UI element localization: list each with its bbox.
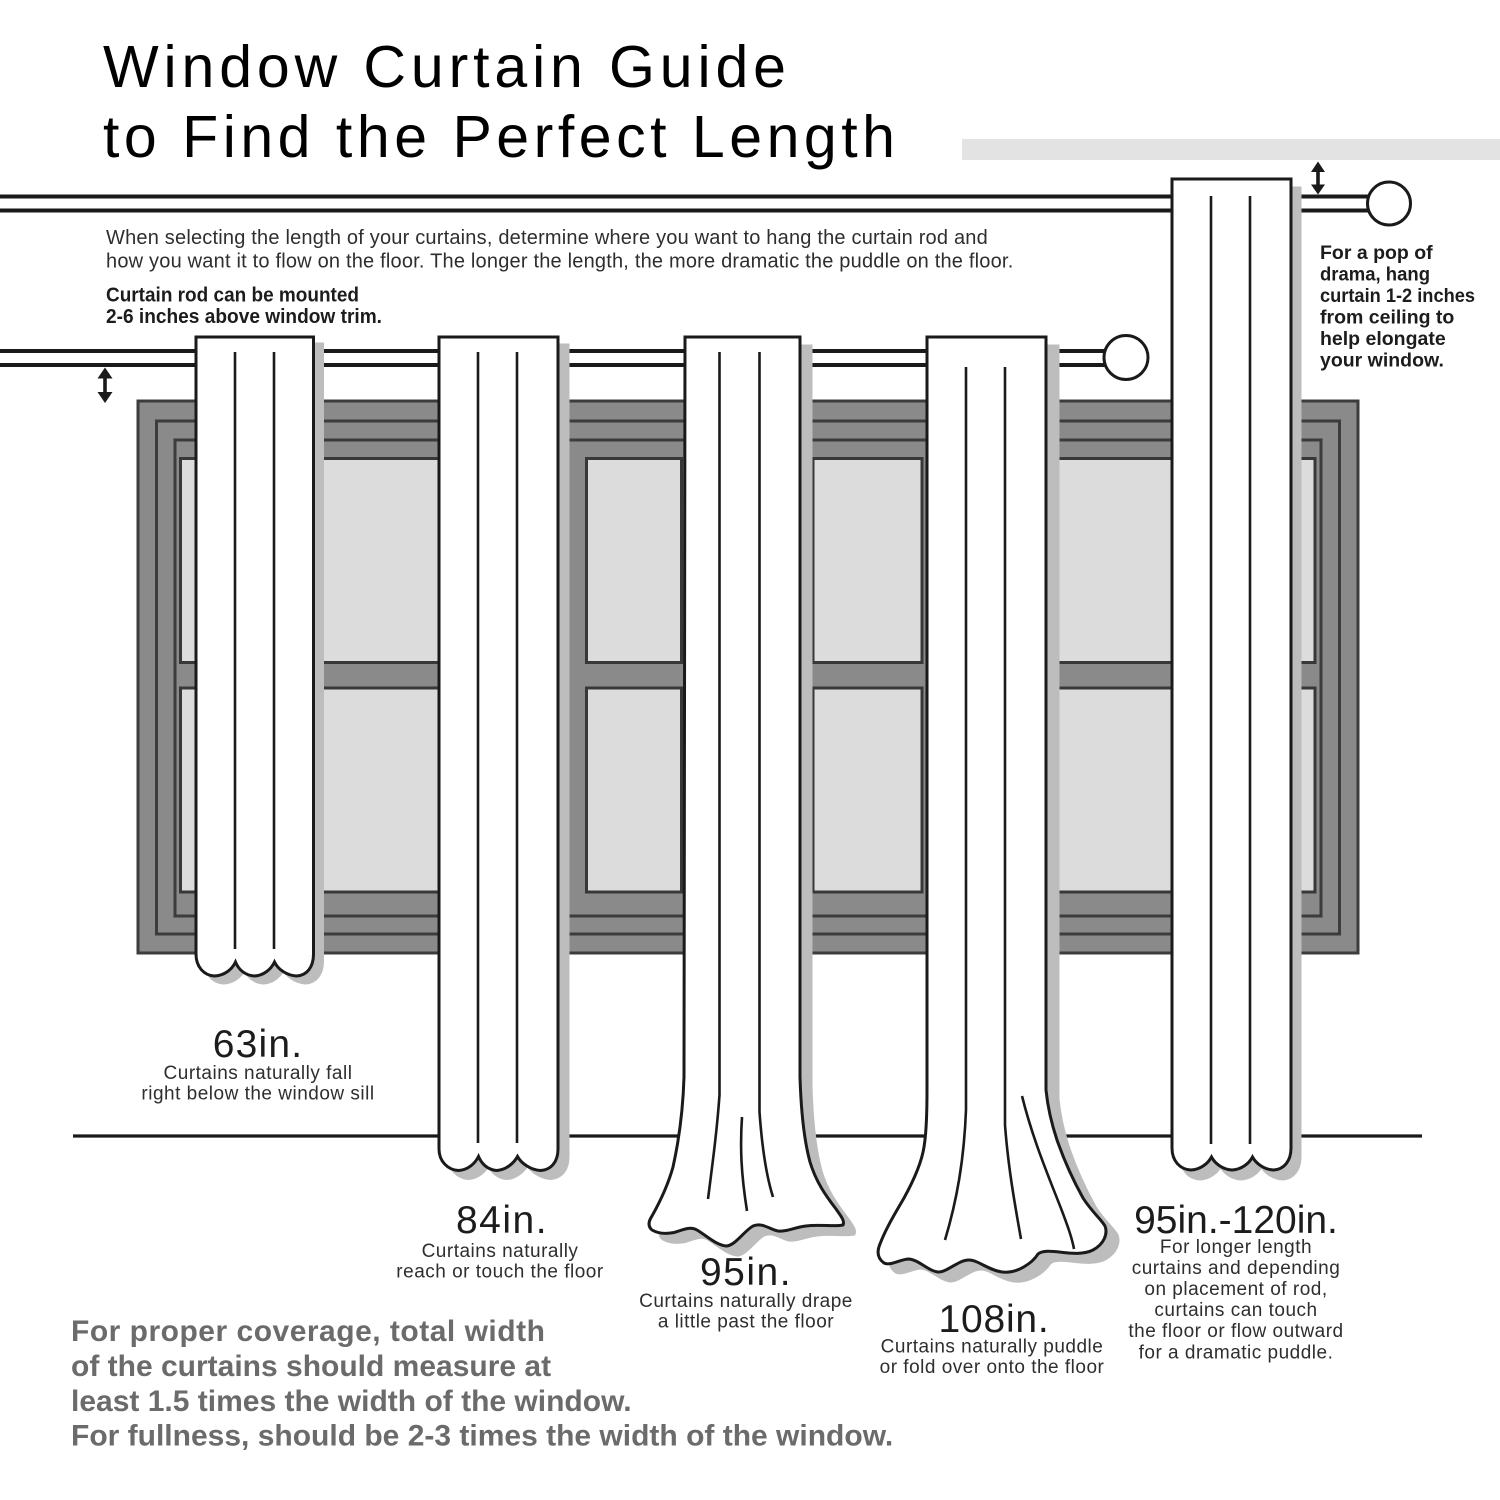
svg-text:of the curtains should measure: of the curtains should measure at (71, 1350, 551, 1383)
svg-text:Curtains naturally puddle: Curtains naturally puddle (881, 1337, 1104, 1358)
svg-text:for a dramatic puddle.: for a dramatic puddle. (1139, 1343, 1334, 1364)
svg-text:Curtains naturally drape: Curtains naturally drape (639, 1291, 853, 1312)
svg-text:your window.: your window. (1320, 350, 1444, 372)
svg-text:help elongate: help elongate (1320, 328, 1446, 350)
svg-text:the floor or flow outward: the floor or flow outward (1128, 1321, 1343, 1342)
svg-text:or fold over onto the floor: or fold over onto the floor (880, 1357, 1105, 1378)
svg-text:For fullness, should be 2-3 ti: For fullness, should be 2-3 times the wi… (71, 1420, 893, 1453)
svg-text:108in.: 108in. (938, 1298, 1049, 1341)
svg-text:For longer length: For longer length (1160, 1237, 1312, 1258)
svg-text:2-6 inches above window trim.: 2-6 inches above window trim. (106, 305, 382, 328)
svg-text:to Find the Perfect Length: to Find the Perfect Length (103, 104, 895, 170)
svg-text:from ceiling to: from ceiling to (1320, 307, 1454, 329)
svg-text:When selecting the length of y: When selecting the length of your curtai… (106, 227, 988, 249)
svg-text:least 1.5 times the width of t: least 1.5 times the width of the window. (71, 1385, 632, 1418)
svg-text:curtain 1-2 inches: curtain 1-2 inches (1320, 285, 1475, 307)
svg-text:Curtain rod can be mounted: Curtain rod can be mounted (106, 284, 359, 307)
svg-text:reach or touch the floor: reach or touch the floor (396, 1262, 604, 1283)
svg-text:63in.: 63in. (213, 1023, 304, 1066)
svg-text:how you want it to flow on the: how you want it to flow on the floor. Th… (106, 251, 1013, 273)
svg-text:on placement of rod,: on placement of rod, (1144, 1279, 1327, 1300)
svg-text:Curtains naturally: Curtains naturally (422, 1241, 579, 1262)
svg-text:95in.-120in.: 95in.-120in. (1134, 1199, 1338, 1242)
svg-text:curtains and depending: curtains and depending (1132, 1258, 1341, 1279)
svg-text:95in.: 95in. (700, 1251, 792, 1294)
svg-text:right below the window sill: right below the window sill (141, 1084, 374, 1105)
svg-text:Curtains naturally fall: Curtains naturally fall (164, 1063, 353, 1084)
svg-text:curtains can touch: curtains can touch (1154, 1300, 1317, 1321)
svg-text:For proper coverage, total wid: For proper coverage, total width (71, 1315, 545, 1348)
svg-text:For a pop of: For a pop of (1320, 242, 1433, 264)
svg-text:drama, hang: drama, hang (1320, 264, 1430, 286)
svg-text:84in.: 84in. (456, 1199, 548, 1242)
svg-text:a little past the floor: a little past the floor (658, 1312, 834, 1333)
